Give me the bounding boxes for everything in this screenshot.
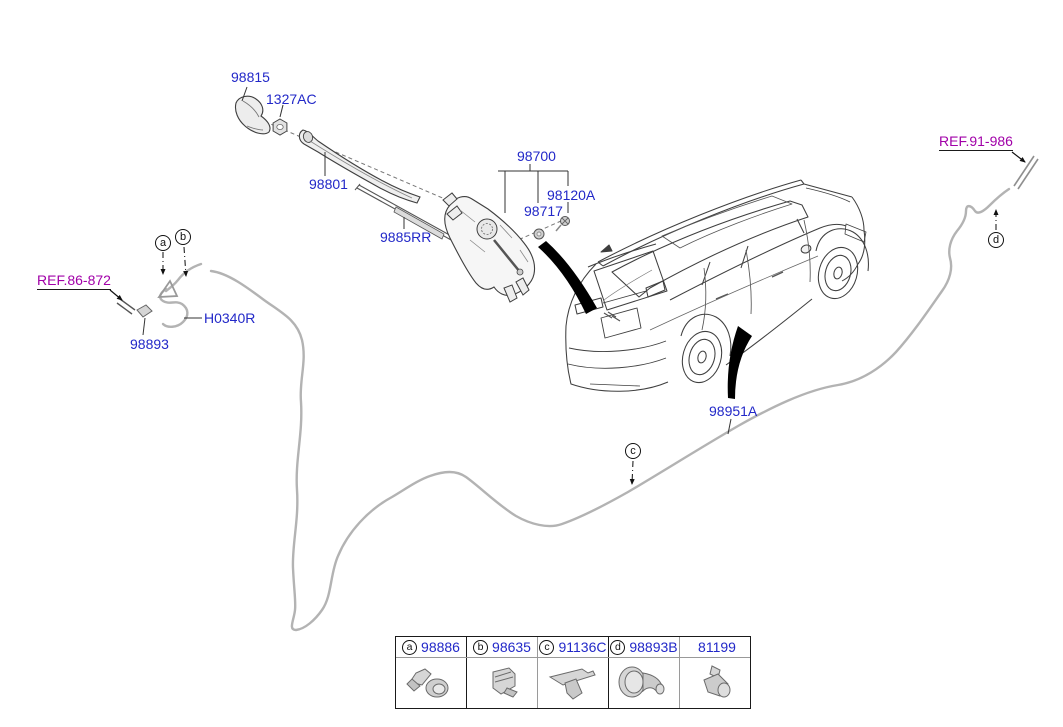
legend-callout-c: c bbox=[539, 639, 555, 655]
legend-part-91136c: 91136C bbox=[558, 639, 607, 655]
legend-part-81199: 81199 bbox=[698, 639, 736, 655]
screw-98120a bbox=[555, 216, 570, 232]
legend-part-98886: 98886 bbox=[421, 639, 460, 655]
hose-clip-icon bbox=[492, 667, 518, 698]
washer-nozzle-98893 bbox=[136, 304, 153, 318]
t-bracket-clip-icon bbox=[548, 668, 596, 700]
elbow-connector-icon bbox=[406, 668, 449, 698]
legend-header-d[interactable]: d 98893B bbox=[609, 637, 680, 657]
callout-d: d bbox=[988, 232, 1004, 248]
hose-98951a-main bbox=[209, 187, 1011, 632]
legend-icon-cell-81199 bbox=[680, 658, 750, 708]
funnel-grommet-icon bbox=[618, 666, 665, 698]
part-label-98717[interactable]: 98717 bbox=[524, 203, 563, 219]
callout-b: b bbox=[175, 229, 191, 245]
legend-table: a 98886 b 98635 c 91136C d 98893B 81199 bbox=[395, 636, 751, 709]
legend-header-b[interactable]: b 98635 bbox=[467, 637, 538, 657]
legend-icon-cell-d bbox=[609, 658, 680, 708]
washer-hose-lines bbox=[158, 187, 1011, 632]
vehicle-illustration bbox=[565, 179, 869, 392]
ref-arrows bbox=[109, 151, 1026, 301]
hose-route-highlights bbox=[538, 241, 752, 399]
legend-icon-cell-b bbox=[467, 658, 538, 708]
part-label-98893[interactable]: 98893 bbox=[130, 336, 169, 352]
legend-icon-cell-a bbox=[396, 658, 467, 708]
snap-clip-icon bbox=[703, 665, 731, 698]
wiper-nut-1327ac bbox=[272, 118, 288, 136]
part-label-98801[interactable]: 98801 bbox=[309, 176, 348, 192]
legend-callout-d: d bbox=[610, 639, 626, 655]
ref-left-hose-stub bbox=[116, 298, 136, 315]
ref-link-91-986[interactable]: REF.91-986 bbox=[939, 133, 1013, 151]
legend-callout-a: a bbox=[402, 639, 418, 655]
wiper-cap-98815 bbox=[234, 95, 271, 135]
legend-header-row: a 98886 b 98635 c 91136C d 98893B 81199 bbox=[396, 637, 750, 658]
legend-icon-cell-c bbox=[538, 658, 609, 708]
legend-part-98893b: 98893B bbox=[629, 639, 678, 655]
legend-callout-b: b bbox=[473, 639, 489, 655]
callout-a: a bbox=[155, 235, 171, 251]
part-label-98951a[interactable]: 98951A bbox=[709, 403, 758, 419]
leader-lines bbox=[142, 86, 732, 435]
hose-h0340r bbox=[158, 287, 189, 328]
legend-header-a[interactable]: a 98886 bbox=[396, 637, 467, 657]
part-label-h0340r[interactable]: H0340R bbox=[204, 310, 256, 326]
wiper-motor-98700 bbox=[442, 192, 536, 303]
part-label-98815[interactable]: 98815 bbox=[231, 69, 270, 85]
hose-end-fitting bbox=[1013, 155, 1039, 190]
hose-kink-triangle bbox=[157, 279, 179, 299]
legend-header-c[interactable]: c 91136C bbox=[538, 637, 609, 657]
part-label-9885rr[interactable]: 9885RR bbox=[380, 229, 432, 245]
hose-connector-upper bbox=[164, 262, 203, 293]
legend-part-98635: 98635 bbox=[492, 639, 531, 655]
part-label-98700[interactable]: 98700 bbox=[517, 148, 556, 164]
wiper-arm-98801 bbox=[298, 129, 421, 204]
callout-c: c bbox=[625, 443, 641, 459]
part-label-1327ac[interactable]: 1327AC bbox=[266, 91, 317, 107]
legend-icon-row bbox=[396, 658, 750, 708]
grommet-98717 bbox=[533, 228, 545, 240]
callout-arrows bbox=[160, 209, 999, 485]
part-label-98120a[interactable]: 98120A bbox=[547, 187, 596, 203]
legend-header-81199[interactable]: 81199 bbox=[680, 637, 750, 657]
ref-link-86-872[interactable]: REF.86-872 bbox=[37, 272, 111, 290]
